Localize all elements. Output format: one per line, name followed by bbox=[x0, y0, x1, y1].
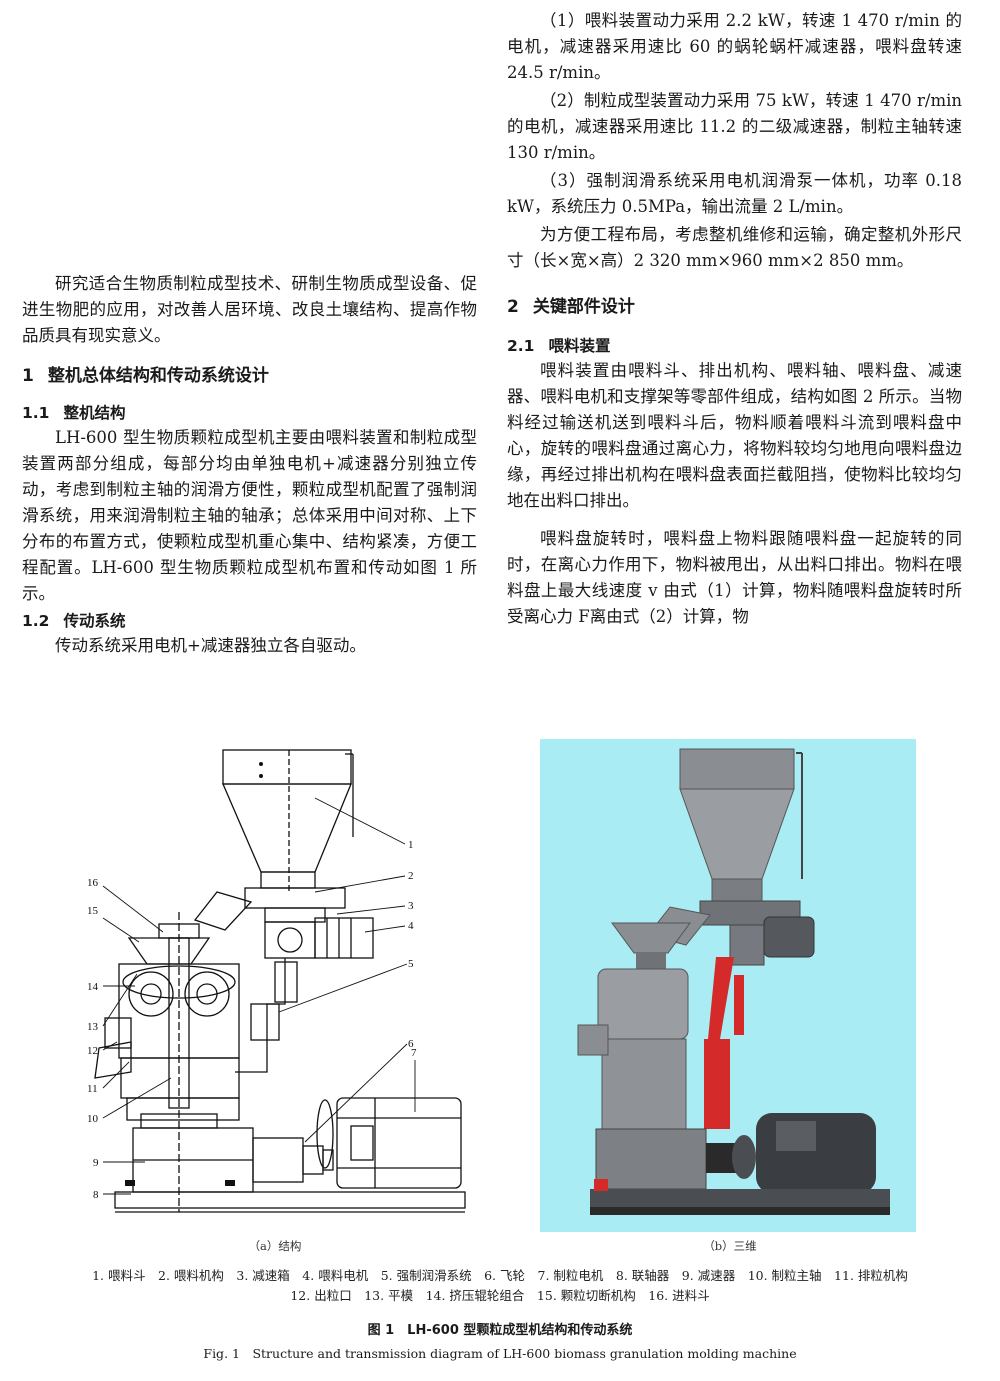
structure-drawing-svg: 1 2 3 4 5 6 7 8 9 10 11 12 13 14 15 16 bbox=[87, 749, 466, 1213]
paragraph-dimensions: 为方便工程布局，考虑整机维修和运输，确定整机外形尺寸（长×宽×高）2 320 m… bbox=[507, 225, 962, 270]
figure-legend-line-2: 12. 出粒口 13. 平模 14. 挤压辊轮组合 15. 颗粒切断机构 16.… bbox=[290, 1288, 710, 1303]
callout-13: 13 bbox=[87, 1021, 99, 1033]
paragraph-intro: 研究适合生物质制粒成型技术、研制生物质成型设备、促进生物肥的应用，对改善人居环境… bbox=[22, 274, 477, 345]
figure-caption-cn: 图 1 LH-600 型颗粒成型机结构和传动系统 bbox=[367, 1323, 633, 1338]
figure-b-label: （b）三维 bbox=[703, 1239, 757, 1253]
callout-10: 10 bbox=[87, 1113, 99, 1125]
callout-12: 12 bbox=[87, 1045, 98, 1057]
paragraph-feed-power: （1）喂料装置动力采用 2.2 kW，转速 1 470 r/min 的电机，减速… bbox=[507, 11, 962, 82]
paragraph-feed-device: 喂料装置由喂料斗、排出机构、喂料轴、喂料盘、减速器、喂料电机和支撑架等零部件组成… bbox=[507, 361, 962, 510]
paragraph-machine-structure: LH-600 型生物质颗粒成型机主要由喂料装置和制粒成型装置两部分组成，每部分均… bbox=[22, 428, 477, 603]
paragraph-granulation-power: （2）制粒成型装置动力采用 75 kW，转速 1 470 r/min 的电机，减… bbox=[507, 91, 962, 162]
callout-11: 11 bbox=[87, 1083, 98, 1095]
paragraph-transmission: 传动系统采用电机+减速器独立各自驱动。 bbox=[55, 636, 366, 655]
paragraph-lubrication: （3）强制润滑系统采用电机润滑泵一体机，功率 0.18 kW，系统压力 0.5M… bbox=[507, 171, 962, 216]
paragraph-feed-rotation: 喂料盘旋转时，喂料盘上物料跟随喂料盘一起旋转的同时，在离心力作用下，物料被甩出，… bbox=[507, 529, 962, 626]
callout-16: 16 bbox=[87, 877, 99, 889]
figure-legend-line-1: 1. 喂料斗 2. 喂料机构 3. 减速箱 4. 喂料电机 5. 强制润滑系统 … bbox=[92, 1268, 908, 1283]
right-column-top: （1）喂料装置动力采用 2.2 kW，转速 1 470 r/min 的电机，减速… bbox=[507, 8, 962, 630]
callout-3: 3 bbox=[408, 900, 414, 912]
callout-1: 1 bbox=[408, 839, 414, 851]
callout-4: 4 bbox=[408, 920, 414, 932]
left-column: 研究适合生物质制粒成型技术、研制生物质成型设备、促进生物肥的应用，对改善人居环境… bbox=[22, 271, 477, 659]
callout-7: 7 bbox=[411, 1047, 417, 1059]
figure-a-structure-drawing: 1 2 3 4 5 6 7 8 9 10 11 12 13 14 15 16 bbox=[75, 742, 475, 1232]
callout-15: 15 bbox=[87, 905, 99, 917]
figure-a-label: （a）结构 bbox=[248, 1239, 302, 1253]
figure-caption-en: Fig. 1 Structure and transmission diagra… bbox=[203, 1346, 797, 1361]
figure-b-3d-render bbox=[540, 739, 916, 1232]
callout-8: 8 bbox=[93, 1189, 99, 1201]
render-svg bbox=[577, 748, 890, 1215]
callout-5: 5 bbox=[408, 958, 414, 970]
callout-14: 14 bbox=[87, 981, 99, 993]
callout-9: 9 bbox=[93, 1157, 99, 1169]
callout-6: 6 bbox=[408, 1038, 414, 1050]
callout-2: 2 bbox=[408, 870, 414, 882]
